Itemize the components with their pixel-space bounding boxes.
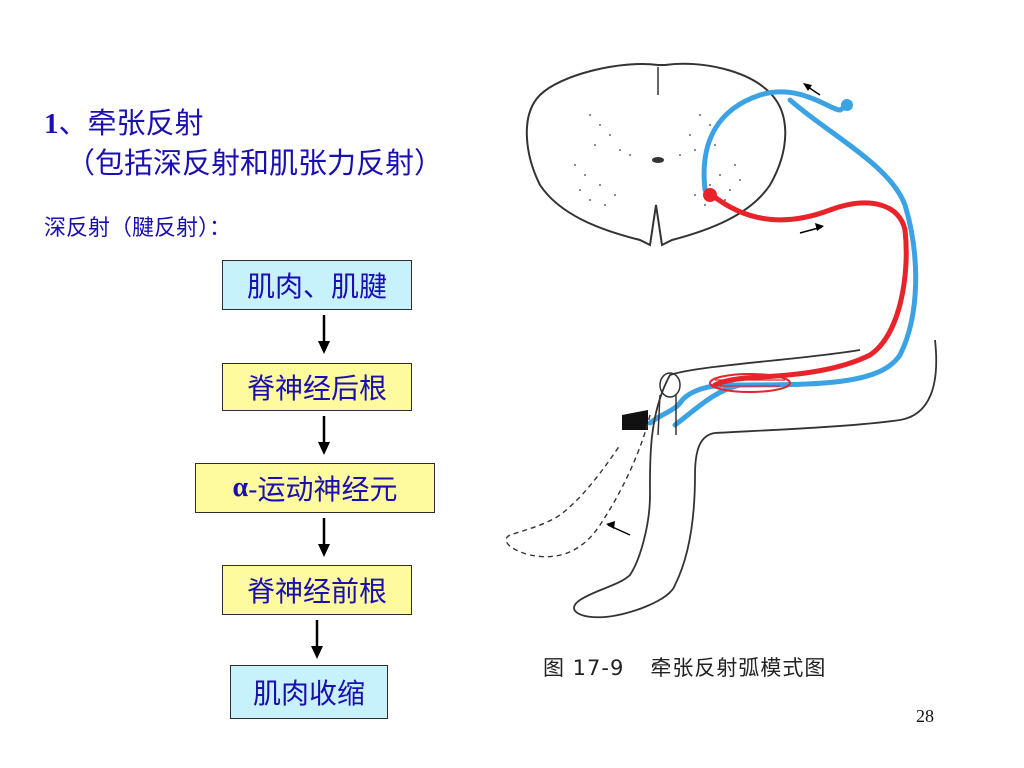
- flow-step-label: -运动神经元: [248, 473, 398, 506]
- muscle-spindle: [709, 373, 791, 393]
- flow-step-label: 脊神经后根: [246, 372, 387, 405]
- flow-step-muscle-contraction: 肌肉收缩: [230, 665, 388, 719]
- down-arrow-icon: [318, 315, 330, 354]
- figure-caption-number: 图 17-9: [543, 656, 625, 680]
- spinal-cord-section: [525, 62, 787, 247]
- grey-matter-dots: [574, 114, 741, 206]
- section-label: 深反射（腱反射）：: [44, 216, 232, 241]
- title-text: 、牵张反射: [58, 106, 204, 140]
- motor-neuron-soma: [703, 188, 717, 202]
- leg-outline: [573, 339, 938, 619]
- page-number: 28: [916, 706, 934, 726]
- flow-step-dorsal-root: 脊神经后根: [222, 363, 412, 411]
- stretch-reflex-arc-illustration: [505, 62, 938, 619]
- down-arrow-icon: [318, 416, 330, 455]
- flow-step-label: 脊神经前根: [246, 575, 387, 608]
- alpha-symbol: α: [232, 472, 249, 503]
- reflex-hammer-icon: [622, 410, 648, 430]
- down-arrow-icon: [318, 518, 330, 557]
- efferent-fiber-path: [709, 192, 909, 388]
- flow-step-muscle-tendon: 肌肉、肌腱: [222, 260, 412, 310]
- slide-title: 1、牵张反射: [44, 104, 204, 143]
- title-number: 1: [44, 108, 59, 140]
- dashed-extended-leg: [505, 414, 651, 558]
- figure-caption: 图 17-9 牵张反射弧模式图: [543, 652, 826, 682]
- flow-step-label: 肌肉收缩: [252, 677, 365, 710]
- slide-subtitle: （包括深反射和肌张力反射）: [66, 146, 444, 180]
- figure-caption-text: 牵张反射弧模式图: [650, 656, 827, 680]
- flow-step-label: 肌肉、肌腱: [246, 270, 387, 303]
- down-arrow-icon: [311, 620, 323, 659]
- receptor-end: [841, 99, 853, 111]
- flow-step-ventral-root: 脊神经前根: [222, 565, 412, 615]
- flow-step-alpha-motor-neuron: α-运动神经元: [195, 463, 435, 513]
